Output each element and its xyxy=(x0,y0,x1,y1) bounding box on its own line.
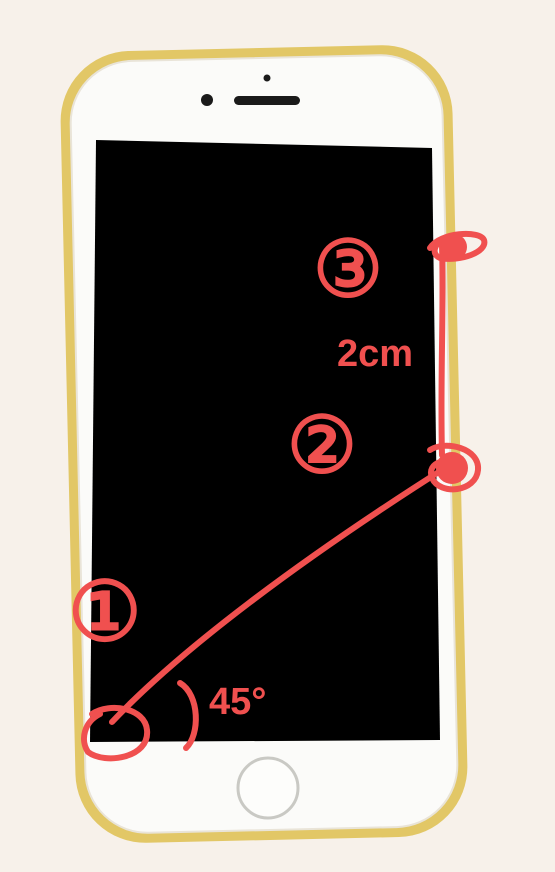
vertical-swipe-line xyxy=(438,242,446,458)
diagonal-swipe-line xyxy=(109,465,448,725)
point-two-marker xyxy=(436,452,468,484)
angle-arc xyxy=(177,680,199,751)
step-1-label: ① xyxy=(68,567,142,658)
step-2-label: ② xyxy=(287,401,357,489)
start-circle xyxy=(81,704,151,762)
distance-label: 2cm xyxy=(337,333,413,375)
annotation-fills xyxy=(436,234,468,484)
angle-label: 45° xyxy=(209,681,266,723)
proximity-sensor xyxy=(263,74,271,82)
front-camera xyxy=(201,94,213,106)
earpiece-speaker xyxy=(234,96,300,105)
phone-screen xyxy=(90,140,440,742)
point-three-marker xyxy=(441,234,467,260)
home-button xyxy=(236,756,300,820)
step-3-label: ③ xyxy=(313,225,383,313)
